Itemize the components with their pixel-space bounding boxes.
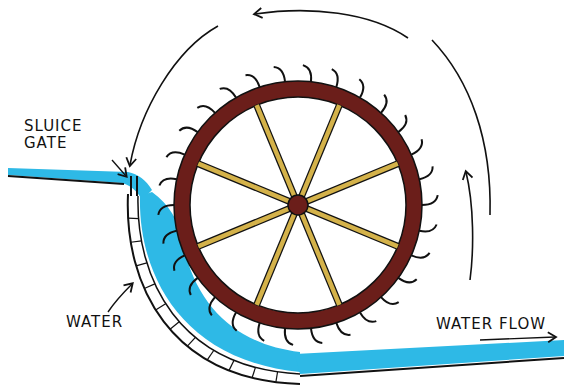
trough-brick: [156, 304, 166, 310]
spoke: [198, 205, 298, 246]
trough-brick: [136, 263, 147, 266]
paddle: [158, 205, 174, 215]
paddle: [246, 75, 260, 87]
spoke: [298, 164, 398, 205]
paddle: [220, 88, 236, 97]
paddle: [197, 106, 215, 113]
spoke: [198, 205, 298, 246]
paddle: [359, 79, 363, 97]
paddle: [274, 67, 285, 82]
paddle: [179, 128, 197, 132]
paddle: [159, 179, 176, 186]
paddle: [411, 139, 422, 154]
spoke: [298, 205, 339, 305]
paddle: [311, 328, 322, 343]
paddle: [174, 255, 185, 270]
rotation-arrow: [466, 172, 473, 280]
paddle: [336, 323, 350, 335]
paddle: [163, 231, 176, 244]
paddle: [422, 195, 438, 205]
trough-brick: [128, 218, 138, 220]
paddle: [381, 95, 387, 113]
trough-brick: [144, 284, 155, 289]
label: WATER: [66, 314, 146, 331]
leader-line: [108, 284, 132, 312]
trough-brick: [207, 350, 214, 360]
trough-brick: [170, 322, 179, 330]
paddle: [360, 312, 376, 321]
trough-brick: [187, 337, 195, 346]
inflow-water: [8, 168, 152, 200]
paddle: [190, 278, 198, 295]
rotation-arrow: [432, 40, 490, 215]
paddle: [209, 297, 215, 315]
spoke: [257, 105, 298, 205]
trough-brick: [229, 360, 234, 370]
spoke: [257, 105, 298, 205]
trough-brick: [252, 367, 255, 377]
hub: [288, 195, 308, 215]
outflow-water: [295, 340, 564, 374]
paddle: [381, 297, 399, 304]
paddle: [419, 225, 436, 232]
paddle: [303, 65, 311, 82]
trough-brick: [276, 372, 278, 382]
paddle: [285, 328, 293, 345]
label: SLUICE GATE: [24, 118, 110, 153]
spoke: [298, 164, 398, 205]
paddle: [411, 253, 429, 258]
sluice-gate: [131, 176, 137, 196]
rotation-arrow: [255, 11, 408, 38]
spoke: [298, 205, 339, 305]
paddle: [166, 152, 184, 157]
paddle: [398, 115, 406, 132]
paddle: [398, 278, 416, 282]
paddle: [419, 166, 432, 179]
rotation-arrow: [130, 26, 218, 165]
leader-line: [112, 160, 126, 176]
paddle: [233, 312, 237, 330]
wheel-rim: [182, 89, 414, 321]
paddle: [332, 69, 338, 87]
flow-arrow: [480, 337, 555, 340]
trough-brick: [131, 241, 142, 242]
label: WATER FLOW: [436, 316, 560, 333]
paddle: [258, 323, 264, 341]
